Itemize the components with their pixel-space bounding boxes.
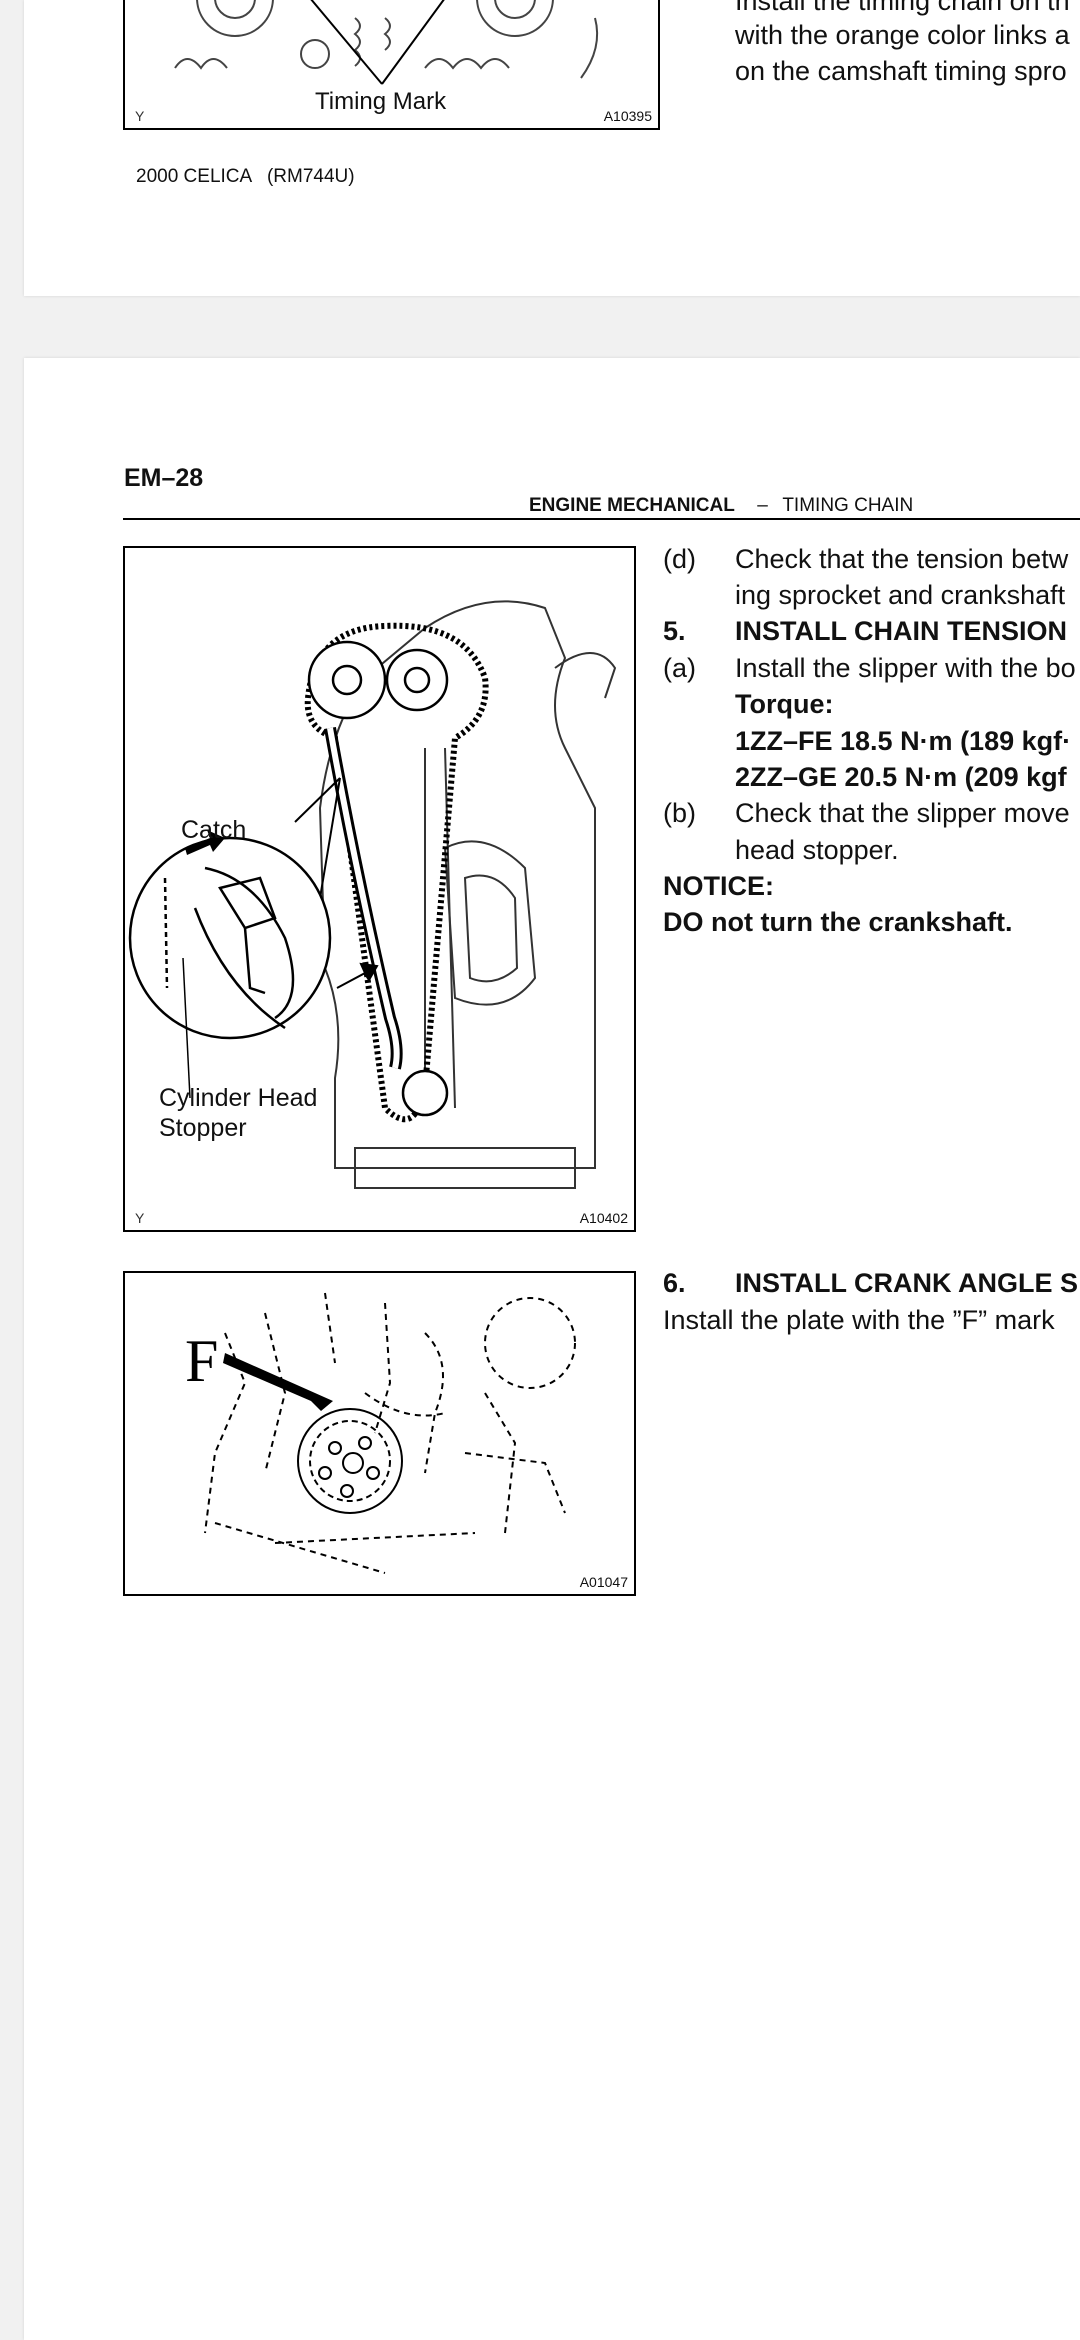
f-mark-letter: F — [185, 1328, 218, 1394]
step-6-title: INSTALL CRANK ANGLE S — [735, 1268, 1078, 1298]
figure-code: A10395 — [603, 108, 652, 124]
step-5-number: 5. — [663, 616, 686, 646]
figure-corner-mark: Y — [135, 108, 145, 124]
figure-code: A10402 — [579, 1210, 628, 1226]
step-a-marker: (a) — [663, 653, 696, 683]
figure-code: A01047 — [579, 1574, 628, 1590]
text-line-1: Install the timing chain on th — [735, 0, 1070, 16]
timing-mark-figure: Timing Mark Y A10395 — [123, 0, 660, 130]
catch-label: Catch — [181, 816, 247, 844]
step-b-marker: (b) — [663, 798, 696, 828]
step-a-text: Install the slipper with the bo — [735, 653, 1076, 683]
timing-mark-illustration — [174, 0, 599, 85]
step-d-line1: Check that the tension betw — [735, 544, 1069, 574]
text-line-2: with the orange color links a — [735, 20, 1070, 50]
stopper-label-line2: Stopper — [159, 1114, 247, 1142]
text-line-3: on the camshaft timing spro — [735, 56, 1067, 86]
chain-tensioner-illustration — [128, 600, 617, 1189]
figure-corner-mark: Y — [135, 1210, 145, 1226]
step-d-line2: ing sprocket and crankshaft — [735, 580, 1066, 610]
section-dash: – — [757, 495, 768, 516]
chain-tensioner-figure: Catch Cylinder Head Stopper Y A10402 — [123, 546, 636, 1232]
step-b-line2: head stopper. — [735, 835, 899, 865]
step-6-text: Install the plate with the ”F” mark — [663, 1305, 1055, 1335]
crank-angle-illustration: F — [185, 1292, 576, 1574]
step-d-marker: (d) — [663, 544, 696, 574]
subsection-title: TIMING CHAIN — [782, 495, 914, 516]
stopper-label-line1: Cylinder Head — [159, 1084, 318, 1112]
notice-label: NOTICE: — [663, 871, 774, 901]
timing-mark-label: Timing Mark — [315, 88, 447, 115]
document-page-2: EM–28 ENGINE MECHANICAL – TIMING CHAIN — [24, 358, 1080, 2340]
step-b-line1: Check that the slipper move — [735, 798, 1070, 828]
torque-label: Torque: — [735, 689, 834, 719]
crank-angle-figure: F A01047 — [123, 1271, 636, 1596]
step-5-title: INSTALL CHAIN TENSION — [735, 616, 1068, 646]
torque-1zz: 1ZZ–FE 18.5 N·m (189 kgf· — [735, 726, 1072, 756]
document-page-1: Timing Mark Y A10395 Install the timing … — [24, 0, 1080, 296]
step-6-number: 6. — [663, 1268, 686, 1298]
section-title: ENGINE MECHANICAL — [529, 495, 735, 516]
header-rule — [123, 518, 1080, 520]
section-header: ENGINE MECHANICAL – TIMING CHAIN — [529, 495, 913, 517]
page-number: EM–28 — [124, 464, 204, 492]
page-footer-model: 2000 CELICA (RM744U) — [136, 166, 355, 187]
torque-2zz: 2ZZ–GE 20.5 N·m (209 kgf — [735, 762, 1067, 792]
notice-text: DO not turn the crankshaft. — [663, 907, 1013, 937]
